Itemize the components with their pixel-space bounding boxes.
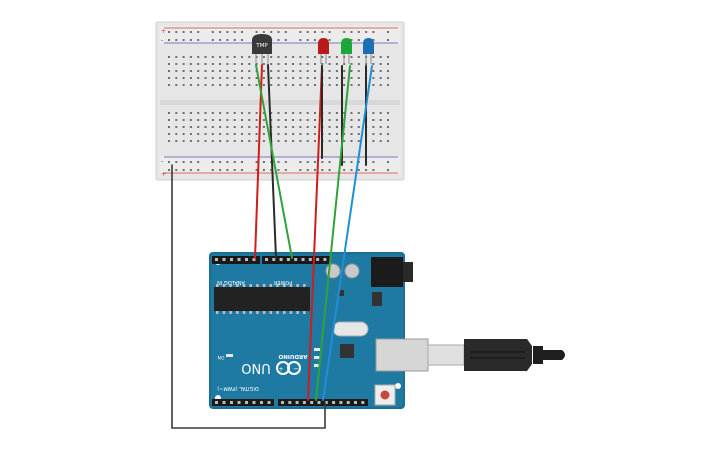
rail-minus-label-bottom: - — [161, 158, 163, 165]
model-text: UNO — [241, 360, 270, 375]
temperature-sensor[interactable]: TMP — [252, 34, 272, 64]
analog-header[interactable] — [212, 256, 260, 264]
digital-header-right[interactable] — [278, 399, 368, 406]
digital-header-left[interactable] — [212, 399, 274, 406]
wire-led-red — [307, 65, 323, 401]
sensor-label: TMP — [255, 43, 268, 49]
on-led — [226, 354, 233, 357]
arduino-logo: + − — [276, 361, 301, 375]
led-red[interactable] — [318, 38, 329, 64]
l-led — [314, 348, 320, 351]
wire-sensor-red — [254, 64, 263, 259]
digital-label: DIGITAL (PWM~) — [217, 385, 259, 391]
wire-ground-loop — [171, 164, 326, 429]
usb-cable[interactable] — [427, 339, 565, 371]
brand-text: ARDUINO — [278, 353, 307, 359]
wire-sensor-black — [267, 64, 277, 259]
on-label: ON — [218, 354, 225, 360]
svg-text:+: + — [278, 366, 283, 373]
wire-sensor-green — [255, 64, 293, 259]
led-blue[interactable] — [363, 38, 374, 64]
svg-text:−: − — [293, 365, 299, 373]
wire-led-blue — [322, 65, 373, 401]
power-jack[interactable] — [371, 257, 403, 287]
arduino-board[interactable]: ANALOG IN POWER DIGITAL (PWM~) + − ARDUI… — [209, 252, 429, 409]
rx-led — [314, 364, 320, 367]
rail-minus-label: - — [161, 37, 163, 44]
rail-plus-label-bottom: + — [161, 171, 166, 178]
wires — [171, 64, 373, 429]
analog-in-label: ANALOG IN — [217, 279, 245, 285]
power-label: POWER — [273, 279, 292, 285]
tx-led — [314, 356, 320, 359]
usb-port[interactable] — [375, 338, 429, 372]
rail-plus-label: + — [161, 28, 166, 35]
led-green[interactable] — [341, 38, 352, 64]
atmega-chip — [214, 287, 310, 311]
wire-led-green — [315, 65, 351, 401]
